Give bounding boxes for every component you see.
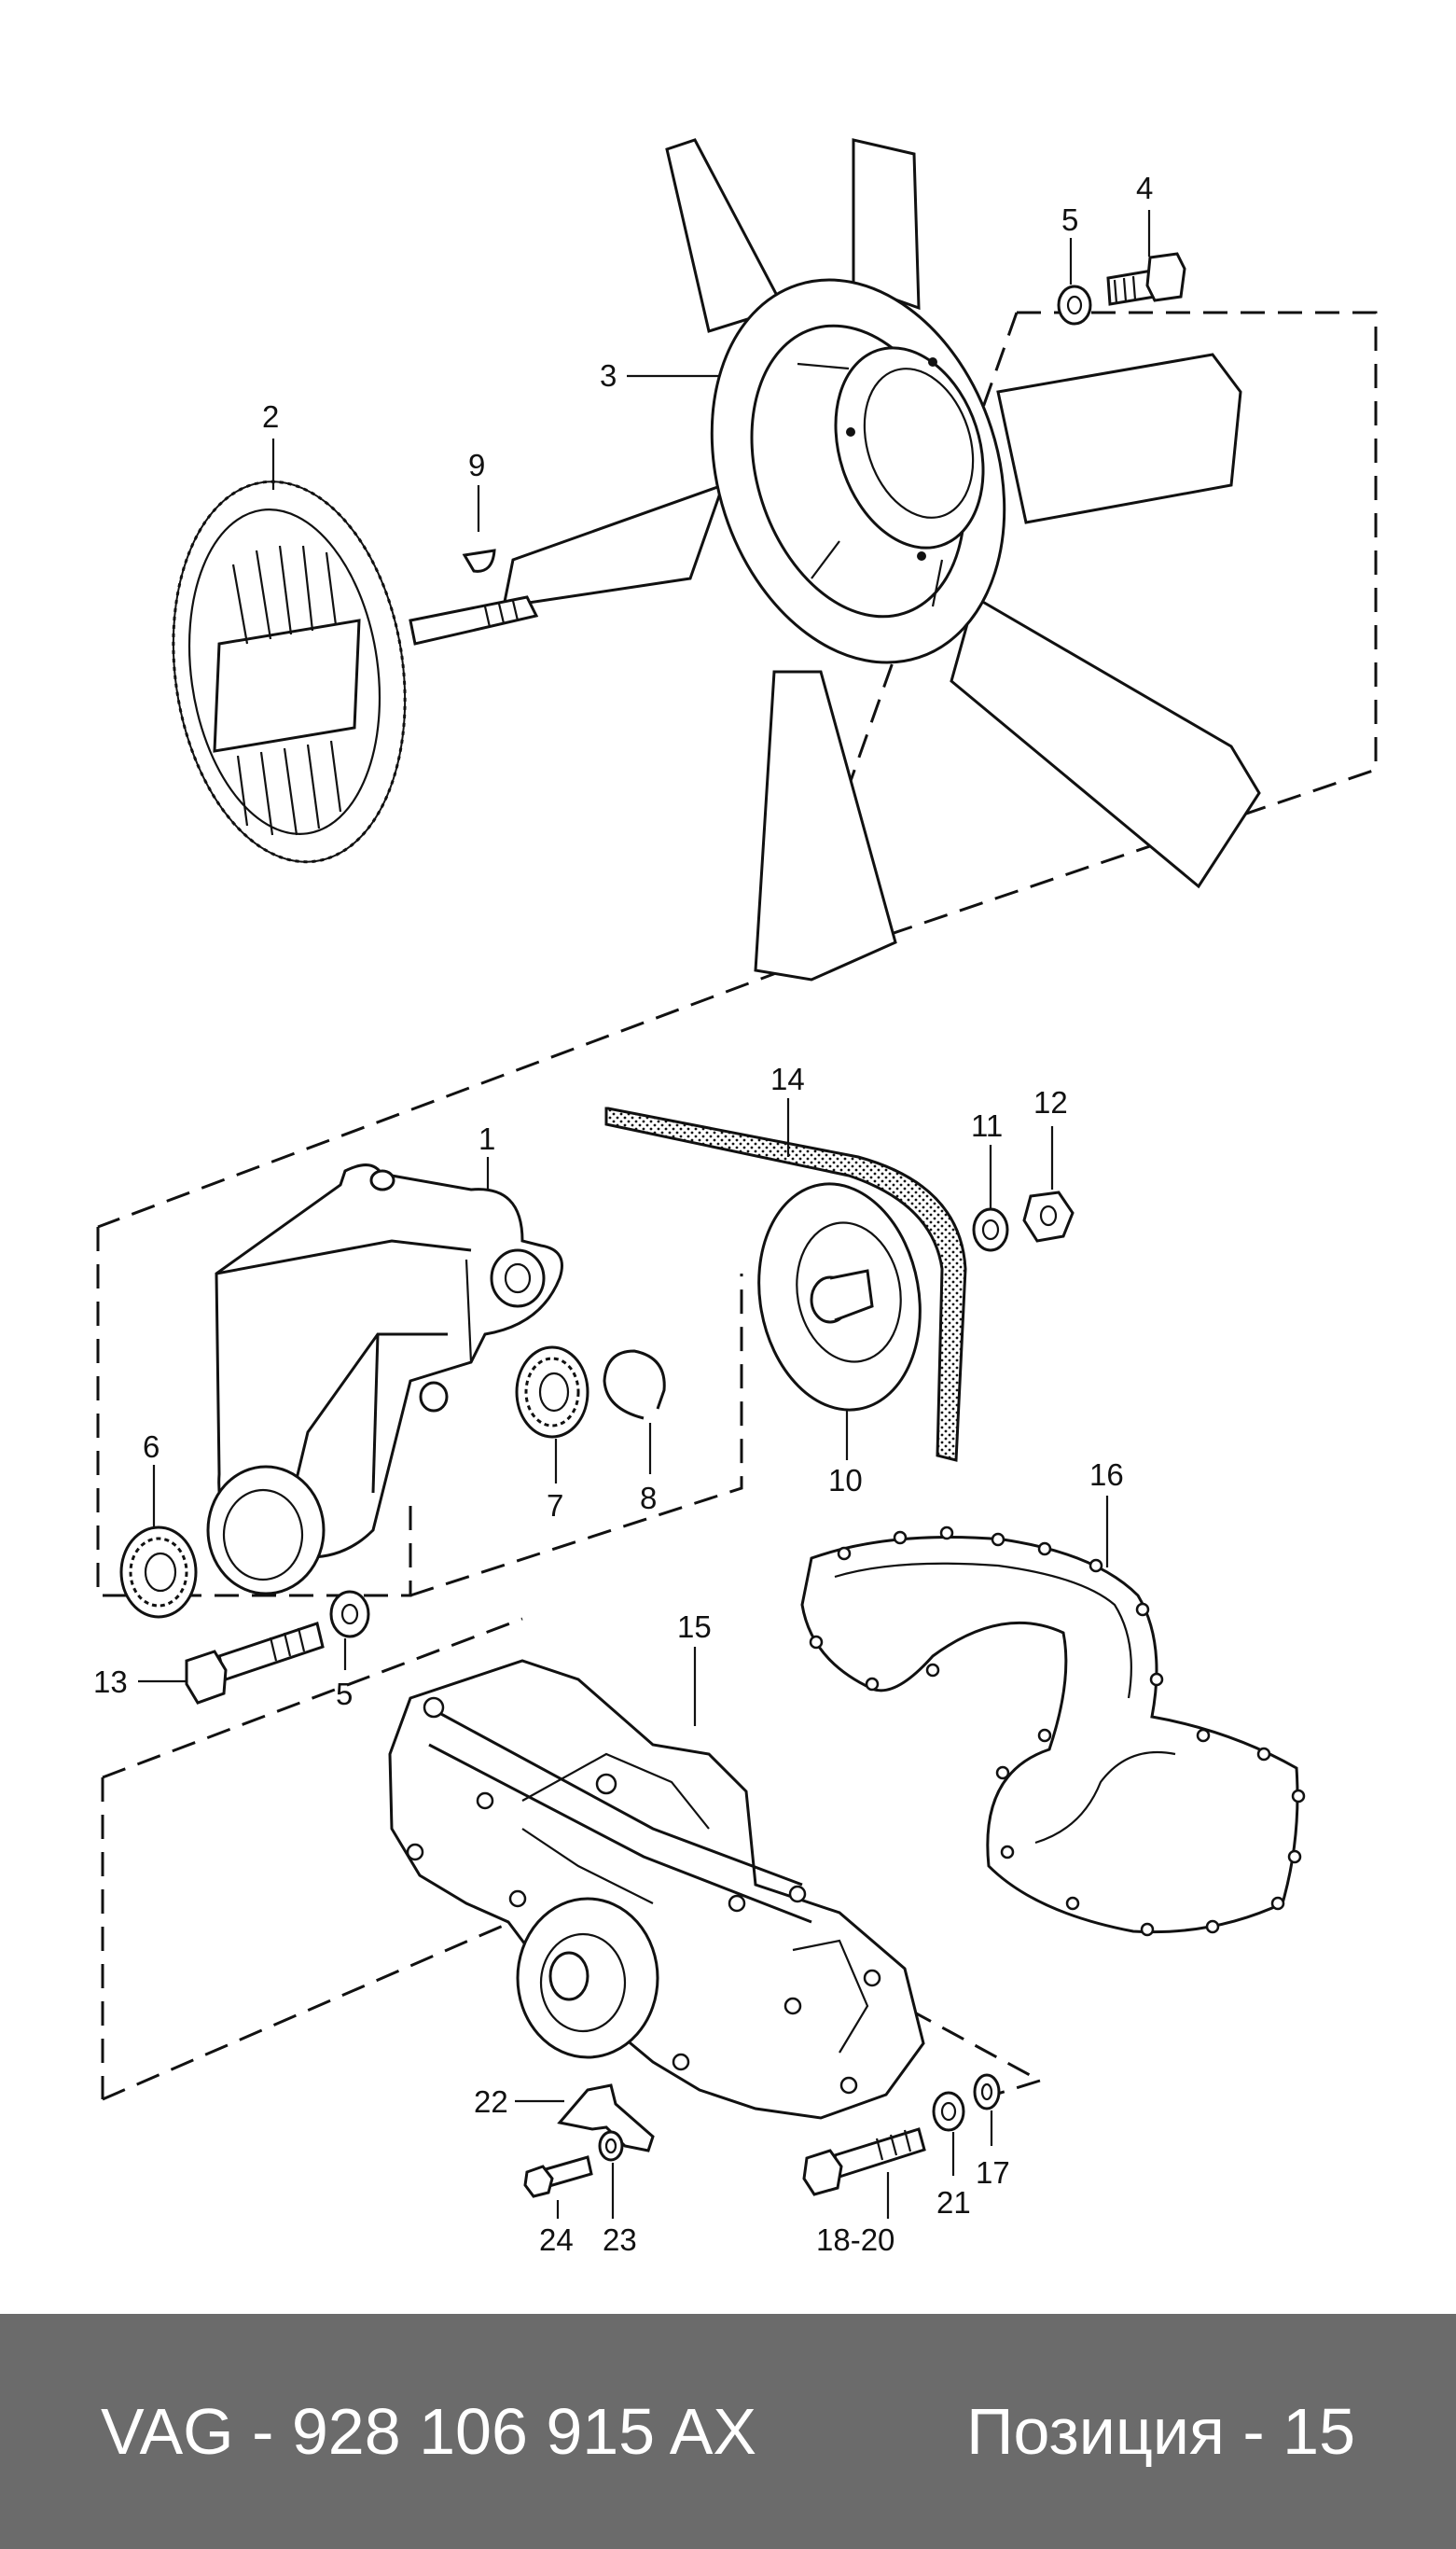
clip-part-22 — [557, 2083, 655, 2152]
position-text: Позиция - 15 — [966, 2395, 1355, 2468]
label-18-20: 18-20 — [816, 2222, 894, 2257]
label-12: 12 — [1033, 1085, 1068, 1120]
key-part-9 — [462, 549, 496, 573]
bearing-part-7 — [515, 1345, 589, 1439]
label-5-lower: 5 — [336, 1677, 353, 1711]
bolt-part-18-20 — [802, 2127, 926, 2196]
gasket-part-16 — [800, 1525, 1306, 1937]
washer-part-21 — [932, 2091, 965, 2132]
water-pump-part-15 — [388, 1659, 925, 2120]
label-14: 14 — [770, 1062, 805, 1096]
bolt-part-4 — [1106, 252, 1186, 306]
label-6: 6 — [143, 1429, 159, 1464]
label-7: 7 — [547, 1488, 563, 1523]
label-16: 16 — [1089, 1457, 1124, 1492]
label-17: 17 — [976, 2155, 1010, 2190]
label-4: 4 — [1136, 171, 1153, 205]
label-2: 2 — [262, 399, 279, 434]
pulley-part-10 — [757, 1182, 922, 1412]
label-24: 24 — [539, 2222, 574, 2257]
leader-lines — [138, 210, 1151, 2219]
label-23: 23 — [603, 2222, 637, 2257]
label-10: 10 — [828, 1463, 863, 1497]
washer-part-23 — [598, 2130, 624, 2162]
part-number-text: VAG - 928 106 915 AX — [101, 2395, 757, 2468]
label-21: 21 — [936, 2185, 971, 2220]
label-3: 3 — [600, 358, 617, 393]
fan-part-3 — [502, 138, 1261, 982]
circlip-part-8 — [603, 1349, 666, 1420]
label-11: 11 — [971, 1108, 1003, 1143]
label-8: 8 — [640, 1481, 657, 1515]
washer-part-5-lower — [329, 1590, 370, 1638]
washer-part-11 — [972, 1207, 1009, 1252]
parts-diagram: 4 5 3 2 9 1 14 11 12 6 7 8 10 16 15 13 5… — [93, 138, 1378, 2257]
bearing-part-6 — [119, 1525, 198, 1619]
label-13: 13 — [93, 1665, 128, 1699]
label-22: 22 — [474, 2084, 508, 2119]
footer-bar: VAG - 928 106 915 AX Позиция - 15 — [0, 2314, 1456, 2549]
label-5-top: 5 — [1061, 202, 1078, 237]
part-labels: 4 5 3 2 9 1 14 11 12 6 7 8 10 16 15 13 5… — [93, 171, 1153, 2257]
label-15: 15 — [677, 1609, 712, 1644]
washer-part-17 — [973, 2073, 1001, 2110]
viscous-clutch-part-2 — [172, 480, 539, 864]
bracket-part-1 — [206, 1163, 563, 1595]
label-1: 1 — [478, 1121, 495, 1156]
belt-part-14 — [604, 1107, 967, 1462]
nut-part-12 — [1022, 1191, 1075, 1243]
bolt-part-24 — [523, 2155, 593, 2198]
washer-part-5-top — [1057, 285, 1092, 326]
bolt-part-13 — [185, 1622, 325, 1705]
label-9: 9 — [468, 448, 485, 482]
